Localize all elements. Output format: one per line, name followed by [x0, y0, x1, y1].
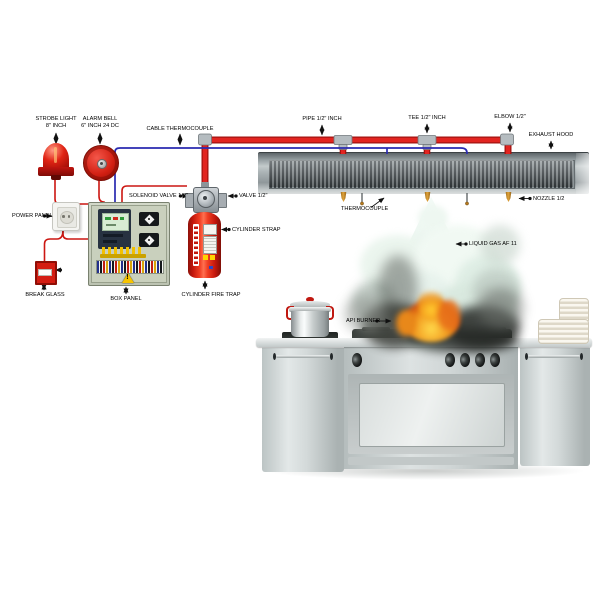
- plate-stack-upper: [559, 298, 589, 322]
- label-api-burner: API BURNER: [346, 318, 381, 324]
- alarm-bell: [83, 145, 119, 181]
- meter-digit-green: [105, 217, 111, 220]
- panel-fuse-base: [100, 254, 146, 258]
- label-cable-thermocouple: CABLE THERMOCOUPLE: [146, 126, 214, 132]
- label-strobe-light: STROBE LIGHT 8" INCH: [35, 116, 77, 129]
- cylinder-label-large: [203, 236, 217, 254]
- oven-door-panel: [359, 383, 505, 447]
- label-box-panel: BOX PANEL: [110, 296, 142, 302]
- thermocouple-probes: [360, 193, 469, 206]
- hood-right-face: [576, 153, 589, 194]
- exhaust-hood: [258, 152, 589, 194]
- plate-stack-lower: [538, 319, 589, 344]
- meter-display: [102, 213, 129, 231]
- outlet-hole: [62, 215, 65, 218]
- label-liquid-gas: LIQUID GAS AF 11: [469, 241, 517, 247]
- meter-digit-red: [113, 217, 118, 220]
- label-cylinder-fire-trap: CYLINDER FIRE TRAP: [181, 292, 241, 298]
- label-cylinder-strap: CYLINDER STRAP: [232, 226, 281, 233]
- label-solenoid-valve: SOLENOID VALVE 1/2": [129, 193, 188, 199]
- label-power-panel: POWER PANEL: [12, 212, 53, 219]
- flame-tongue: [438, 300, 460, 330]
- pipe-fittings: [198, 133, 514, 150]
- relay-dot: [147, 238, 151, 242]
- meter-tick: [106, 224, 116, 226]
- label-exhaust-hood: EXHAUST HOOD: [528, 132, 574, 138]
- solenoid-valve: [185, 182, 227, 214]
- outlet-hole: [67, 215, 70, 218]
- meter-digit-green: [120, 217, 124, 220]
- left-cabinet-handle: [273, 353, 333, 360]
- strobe-lens-slit: [54, 147, 57, 163]
- cylinder-brand-strip: [193, 224, 199, 266]
- label-break-glass: BREAK GLASS: [25, 292, 65, 298]
- hood-grille-sheen: [269, 160, 573, 187]
- panel-terminal-strip: [96, 260, 164, 274]
- bell-hub-dot: [100, 162, 103, 165]
- box-panel: !: [88, 202, 170, 286]
- burner-grate-left: [282, 332, 338, 343]
- label-pipe: PIPE 1/2" INCH: [302, 116, 342, 122]
- smoke-dark: [478, 288, 523, 328]
- smoke-dark: [345, 295, 385, 333]
- cylinder-chip-yellow: [203, 255, 208, 260]
- warning-triangle-mark: !: [126, 274, 129, 281]
- cooking-pot: [286, 297, 334, 341]
- panel-relay-2: [139, 233, 159, 247]
- meter-slot: [103, 240, 117, 243]
- strobe-base: [38, 167, 74, 176]
- oven-bottom-strip: [348, 457, 514, 465]
- power-panel-outlet: [52, 202, 80, 231]
- stove-unit: [344, 347, 518, 469]
- label-thermocouple: THERMOCOUPLE: [341, 206, 389, 212]
- agent-cylinder: [188, 212, 221, 278]
- label-tee: TEE 1/2" INCH: [408, 115, 446, 121]
- panel-fuse-prongs: [102, 247, 144, 255]
- pot-lid-knob: [306, 297, 314, 302]
- burner-knob-2: [460, 353, 470, 367]
- cylinder-chip-yellow: [209, 255, 215, 260]
- label-valve: VALVE 1/2": [239, 193, 268, 199]
- warning-triangle-icon: [122, 273, 134, 283]
- pot-rim: [289, 307, 331, 312]
- right-cabinet-handle: [525, 353, 583, 360]
- burner-knob-3: [475, 353, 485, 367]
- label-nozzle: NOZZLE 1/2: [533, 195, 565, 202]
- strobe-dome: [43, 143, 69, 169]
- strobe-stem: [51, 175, 61, 180]
- meter-slot: [103, 234, 123, 237]
- panel-relay-1: [139, 212, 159, 226]
- flame-tongue: [396, 310, 416, 336]
- label-alarm-bell: ALARM BELL 6" INCH 24 DC: [81, 116, 119, 129]
- burner-knob-4: [490, 353, 500, 367]
- oven-knob-1: [352, 353, 362, 367]
- pot-body: [291, 311, 329, 337]
- right-cabinet: [520, 347, 590, 466]
- cloud-shade: [480, 225, 520, 265]
- nozzle-right: [505, 192, 512, 202]
- strobe-light: [38, 142, 74, 181]
- pot-lid: [290, 301, 330, 308]
- valve-knob-dot: [203, 196, 207, 200]
- break-glass-unit: [35, 261, 57, 285]
- panel-meter: [98, 209, 131, 249]
- outlet-socket: [60, 211, 74, 224]
- break-glass-window: [38, 269, 52, 276]
- cylinder-brand-marks: [194, 226, 198, 264]
- left-cabinet: [262, 347, 344, 472]
- plate-stack: [538, 298, 589, 344]
- burner-knob-1: [445, 353, 455, 367]
- cylinder-label-small: [203, 224, 217, 235]
- relay-dot: [147, 217, 151, 221]
- cylinder-chip-blue: [209, 266, 213, 269]
- oven-door: [348, 374, 514, 454]
- label-elbow: ELBOW 1/2": [494, 114, 526, 120]
- nozzle-left: [340, 192, 347, 202]
